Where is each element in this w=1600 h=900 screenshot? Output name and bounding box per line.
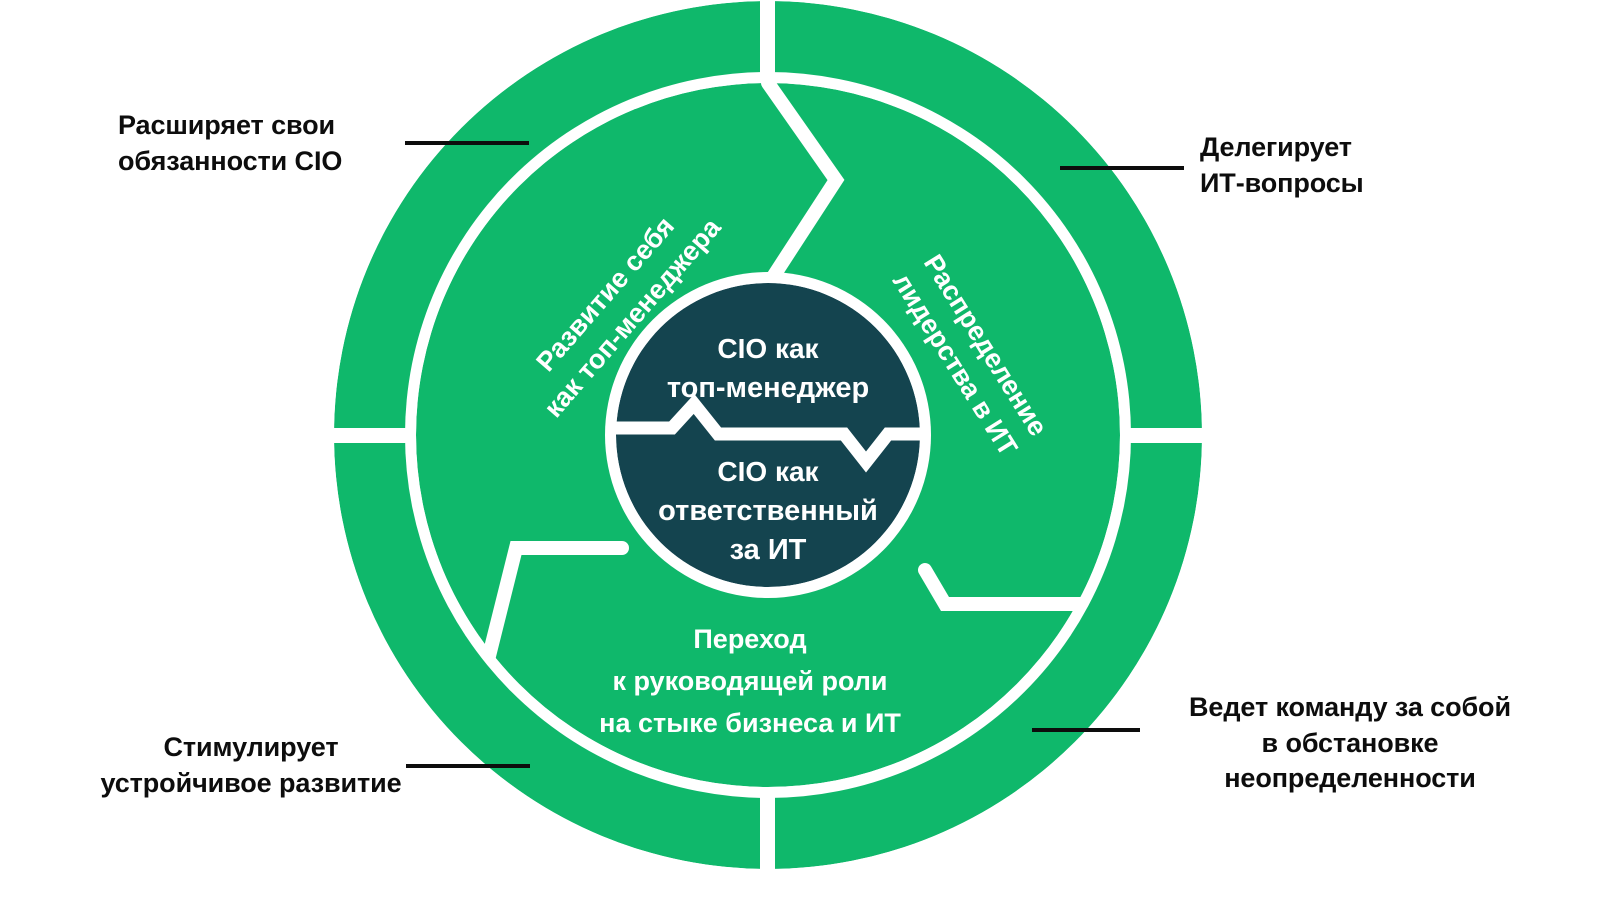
center-bottom-line1: CIO как [717, 456, 819, 487]
center-bottom-line2: ответственный [658, 495, 878, 527]
center-bottom-label: CIO как ответственный за ИТ [658, 456, 878, 566]
segment-bottom-line1: Переход [693, 624, 806, 654]
center-top-line1: CIO как [717, 333, 819, 364]
center-top-label: CIO как топ-менеджер [667, 333, 869, 404]
callout-top-right: Делегирует ИТ-вопросы [1200, 132, 1364, 198]
callout-bottom-right: Ведет команду за собой в обстановке неоп… [1189, 692, 1511, 794]
segment-bottom-line2: к руководящей роли [612, 666, 887, 696]
center-circle-fill [616, 283, 920, 587]
center-bottom-line3: за ИТ [730, 534, 807, 566]
callout-leader-lines [405, 141, 1184, 768]
callout-bottom-left: Стимулирует устройчивое развитие [100, 732, 402, 798]
segment-bottom-label: Переход к руководящей роли на стыке бизн… [599, 624, 901, 738]
center-top-line2: топ-менеджер [667, 372, 869, 404]
callout-top-left: Расширяет свои обязанности CIO [118, 110, 343, 176]
center-circle [616, 283, 920, 587]
segment-bottom-line3: на стыке бизнеса и ИТ [599, 708, 901, 738]
